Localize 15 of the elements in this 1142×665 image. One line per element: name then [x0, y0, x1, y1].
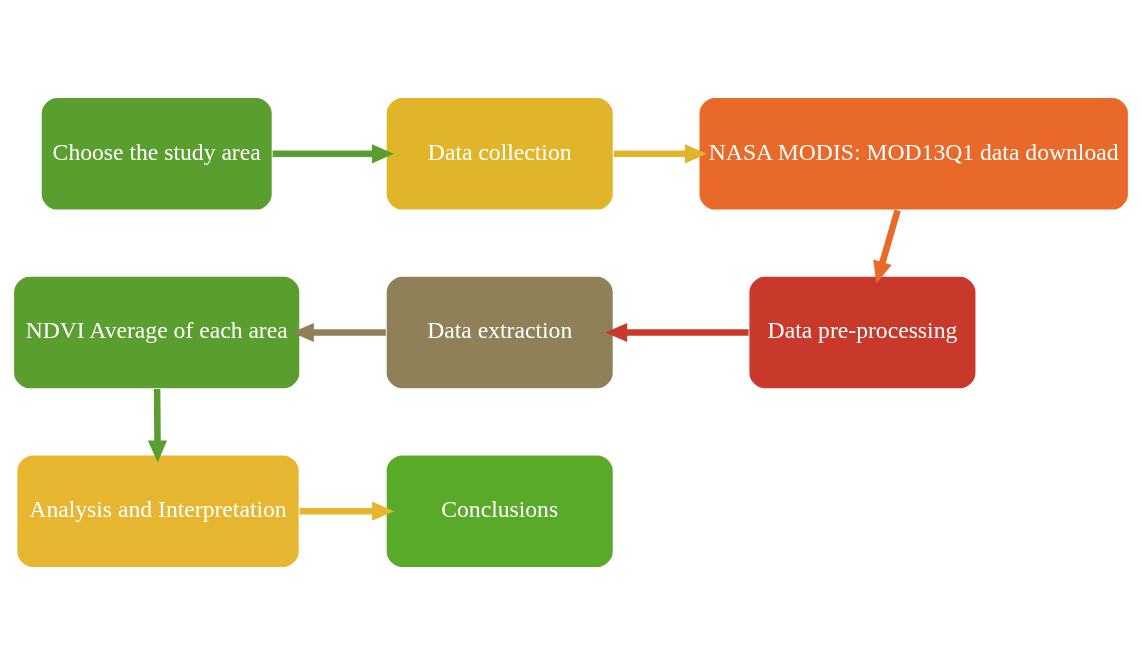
arrow — [873, 209, 901, 284]
node-box: NDVI Average of each area — [12, 275, 301, 390]
node-box: Data extraction — [385, 275, 615, 390]
node-box: Data collection — [385, 96, 615, 211]
arrow — [613, 144, 707, 164]
arrow — [299, 501, 395, 521]
node-box: Conclusions — [385, 454, 615, 569]
node-box: Analysis and Interpretation — [16, 454, 300, 569]
arrow — [291, 322, 386, 343]
arrow — [605, 322, 749, 343]
node-box: Choose the study area — [40, 96, 273, 211]
arrow — [272, 144, 394, 164]
arrow — [147, 389, 168, 463]
node-box: Data pre-processing — [748, 275, 977, 390]
node-box: NASA MODIS: MOD13Q1 data download — [698, 96, 1130, 211]
